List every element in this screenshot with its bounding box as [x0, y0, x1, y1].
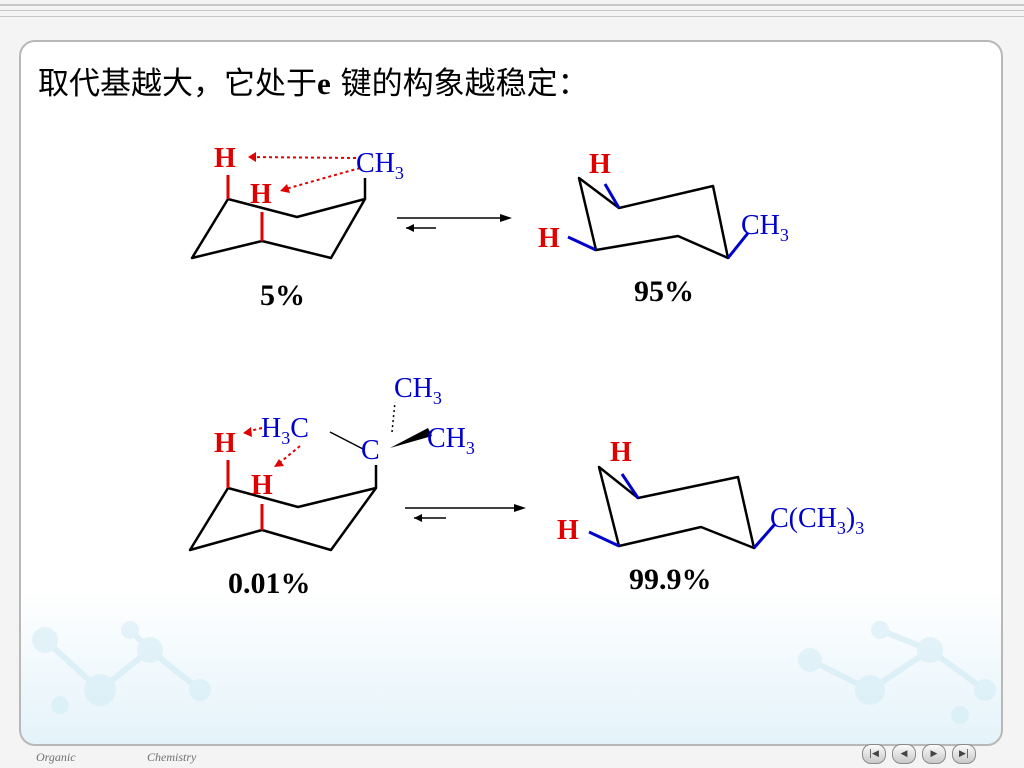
title-latin: e: [317, 66, 331, 101]
cyclohexane-ring: [577, 176, 730, 260]
axial-h-mid: H: [250, 179, 272, 210]
methyl-label: CH3: [356, 148, 404, 183]
molecule-equatorial-methyl: H H CH3 95%: [538, 149, 789, 308]
next-slide-button[interactable]: ▶: [922, 744, 946, 764]
h-left: H: [538, 223, 560, 254]
bond-h-left: [588, 530, 620, 548]
percent-equatorial-tbutyl: 99.9%: [629, 563, 712, 596]
axial-h-top: H: [214, 143, 236, 174]
hashed-bond: [391, 401, 396, 433]
cyclohexane-ring: [190, 197, 367, 260]
molecule-equatorial-tert-butyl: H H C(CH3)3 99.9%: [557, 437, 864, 596]
equilibrium-arrows-2: [405, 504, 526, 522]
axial-h-top: H: [214, 428, 236, 459]
methyl-left-label: H3C: [261, 413, 309, 448]
header-rule-2: [0, 10, 1024, 11]
interaction-arrowhead-1: [248, 152, 256, 162]
methyl-label: CH3: [741, 210, 789, 245]
tert-butyl-label: C(CH3)3: [770, 503, 864, 538]
central-c-label: C: [361, 435, 380, 466]
content-panel: [19, 40, 1003, 746]
footer-organic: Organic: [36, 750, 76, 764]
bond-h-left: [567, 235, 597, 252]
percent-axial-methyl: 5%: [260, 279, 305, 312]
h-top: H: [610, 437, 632, 468]
header-rule-1: [0, 4, 1024, 6]
interaction-line-2: [281, 167, 361, 191]
cyclohexane-ring: [188, 486, 378, 552]
interaction-line-1: [247, 156, 357, 159]
bond-methyl-equatorial: [726, 232, 750, 259]
wedge-bond: [390, 428, 432, 448]
percent-axial-tbutyl: 0.01%: [228, 567, 311, 600]
decorative-molecule-background: [32, 621, 996, 724]
bond-c-h3c: [329, 431, 364, 450]
methyl-right-label: CH3: [427, 423, 475, 458]
header-rule-3: [0, 16, 1024, 17]
percent-equatorial-methyl: 95%: [634, 275, 694, 308]
first-slide-button[interactable]: |◀: [862, 744, 886, 764]
molecule-axial-tert-butyl: H H CH3 H3C C CH3 0.01%: [188, 373, 475, 600]
interaction-arrowhead-2: [280, 184, 290, 193]
h-left: H: [557, 515, 579, 546]
equilibrium-arrows-1: [397, 214, 512, 232]
title-part2: 键的构象越稳定：: [330, 66, 589, 102]
interaction-arrowhead-1: [243, 427, 252, 437]
molecule-axial-methyl: H H CH3 5%: [190, 143, 404, 312]
slide-navigation: |◀ ◀ ▶ ▶|: [862, 744, 976, 764]
axial-h-mid: H: [251, 470, 273, 501]
previous-slide-button[interactable]: ◀: [892, 744, 916, 764]
slide-title: 取代基越大，它处于e 键的构象越稳定：: [38, 58, 589, 103]
h-top: H: [589, 149, 611, 180]
methyl-top-label: CH3: [394, 373, 442, 408]
bond-h-top: [603, 183, 621, 209]
interaction-arrowhead-2: [274, 459, 284, 467]
footer-chemistry: Chemistry: [147, 750, 197, 764]
bond-h-top: [620, 473, 640, 499]
cyclohexane-ring: [597, 465, 756, 550]
title-part1: 取代基越大，它处于: [38, 66, 317, 102]
last-slide-button[interactable]: ▶|: [952, 744, 976, 764]
bond-tbutyl-equatorial: [752, 523, 777, 549]
